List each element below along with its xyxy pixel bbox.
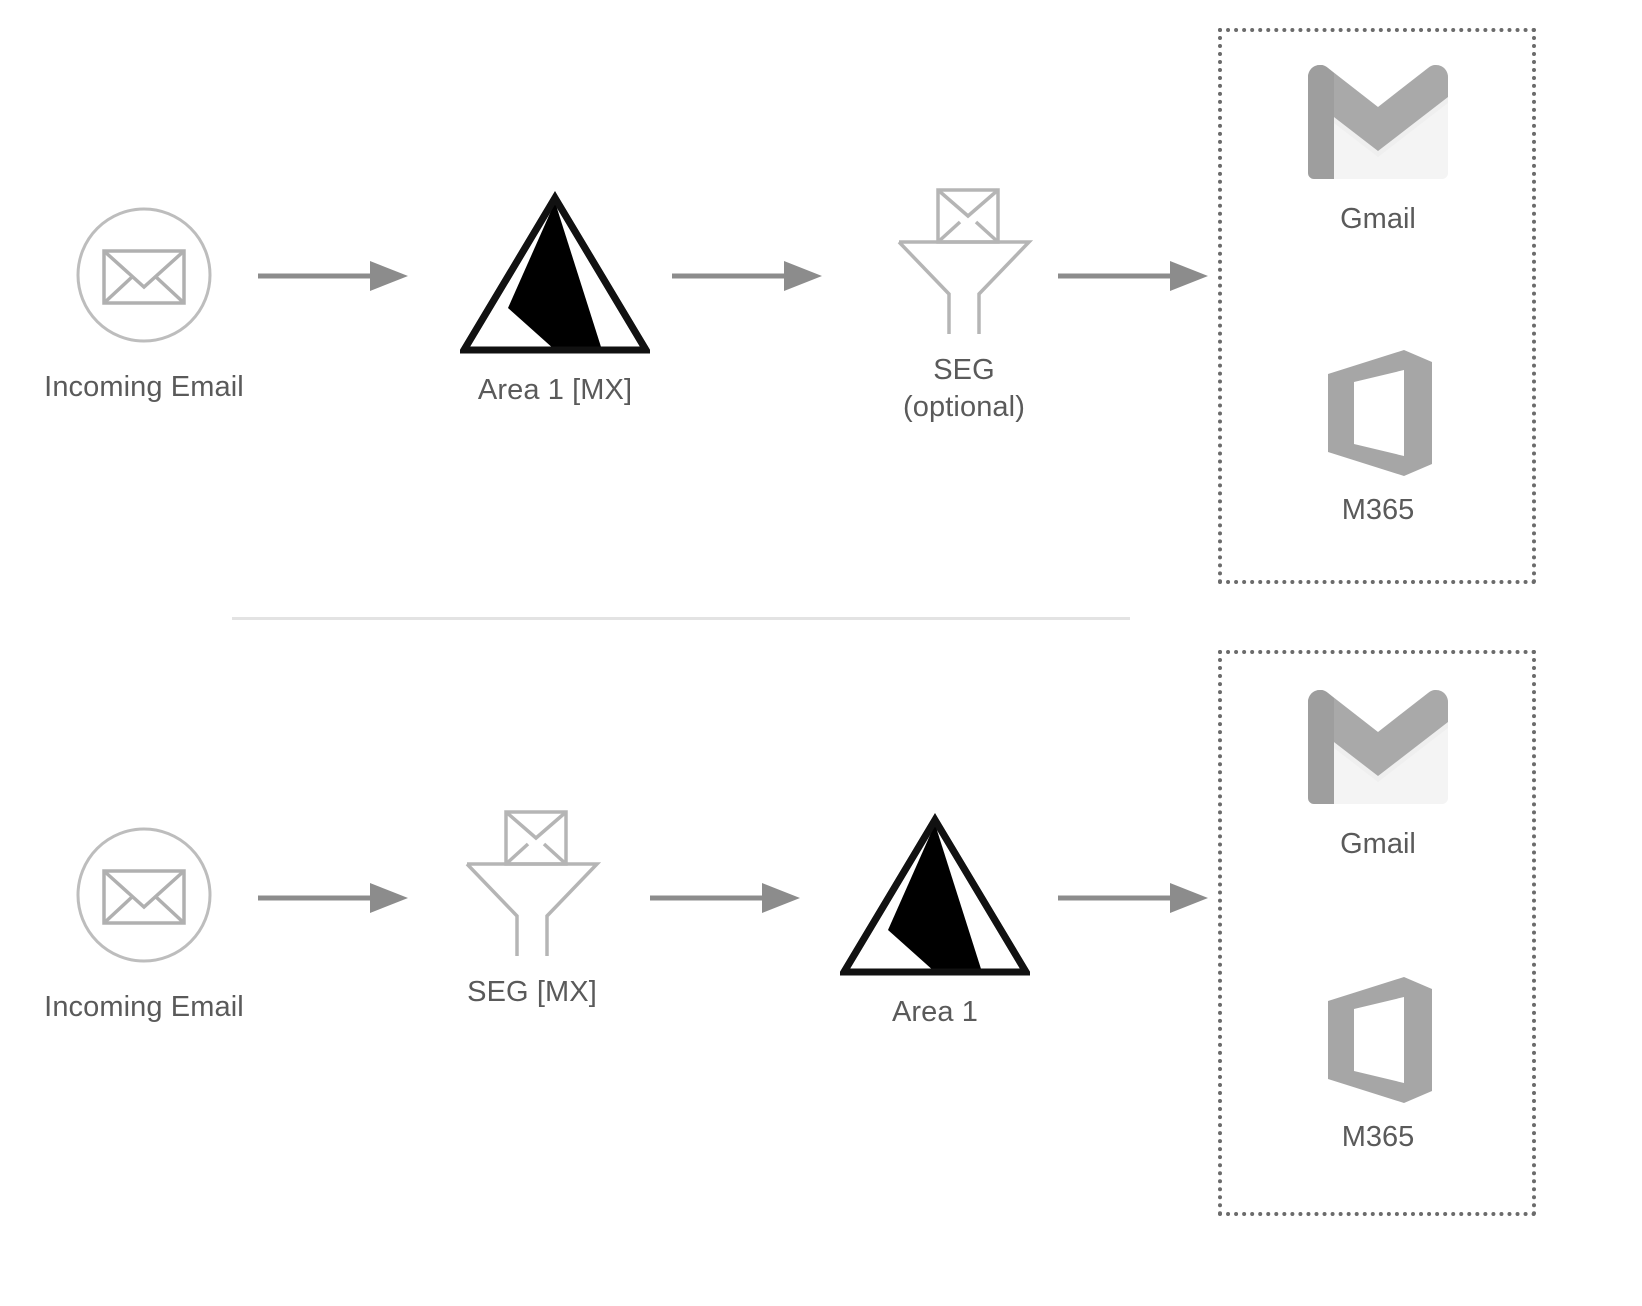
destination-label: Gmail — [1340, 828, 1416, 860]
destination-gmail-bottom[interactable]: Gmail — [1258, 680, 1498, 861]
node-label: Area 1 — [891, 996, 979, 1028]
arrow-incoming-to-area1-top — [258, 258, 410, 299]
incoming-email-icon — [64, 815, 224, 975]
seg-funnel-icon — [875, 178, 1053, 338]
destination-m365-top[interactable]: M365 — [1258, 348, 1498, 527]
node-label: Area 1 [MX] — [477, 374, 633, 406]
node-incoming-email-top[interactable]: Incoming Email — [44, 195, 244, 406]
node-label: SEG [MX] — [467, 976, 597, 1008]
destination-group-bottom — [1218, 650, 1536, 1216]
destination-label: Gmail — [1340, 203, 1416, 235]
arrow-area1-to-dest-bottom — [1058, 880, 1210, 921]
gmail-logo — [1298, 680, 1458, 812]
arrow-area1-to-seg-top — [672, 258, 824, 299]
m365-logo — [1308, 348, 1448, 478]
destination-label: M365 — [1341, 494, 1415, 526]
node-incoming-email-bottom[interactable]: Incoming Email — [44, 815, 244, 1026]
destination-group-top — [1218, 28, 1536, 584]
area1-triangle-logo — [460, 190, 650, 358]
incoming-email-icon — [64, 195, 224, 355]
section-divider — [232, 617, 1130, 620]
node-label: Incoming Email — [44, 371, 244, 403]
node-label: Incoming Email — [44, 991, 244, 1023]
area1-triangle-logo — [840, 812, 1030, 980]
m365-logo — [1308, 975, 1448, 1105]
seg-funnel-icon — [443, 800, 621, 960]
destination-gmail-top[interactable]: Gmail — [1258, 55, 1498, 236]
gmail-logo — [1298, 55, 1458, 187]
arrow-seg-to-dest-top — [1058, 258, 1210, 299]
destination-m365-bottom[interactable]: M365 — [1258, 975, 1498, 1154]
node-label: SEG (optional) — [903, 354, 1025, 424]
node-area1-mx[interactable]: Area 1 [MX] — [440, 190, 670, 409]
arrow-seg-to-area1-bottom — [650, 880, 802, 921]
destination-label: M365 — [1341, 1121, 1415, 1153]
arrow-incoming-to-seg-bottom — [258, 880, 410, 921]
node-area1-bottom[interactable]: Area 1 — [820, 812, 1050, 1031]
node-seg-mx[interactable]: SEG [MX] — [443, 800, 621, 1011]
node-seg-optional[interactable]: SEG (optional) — [875, 178, 1053, 426]
